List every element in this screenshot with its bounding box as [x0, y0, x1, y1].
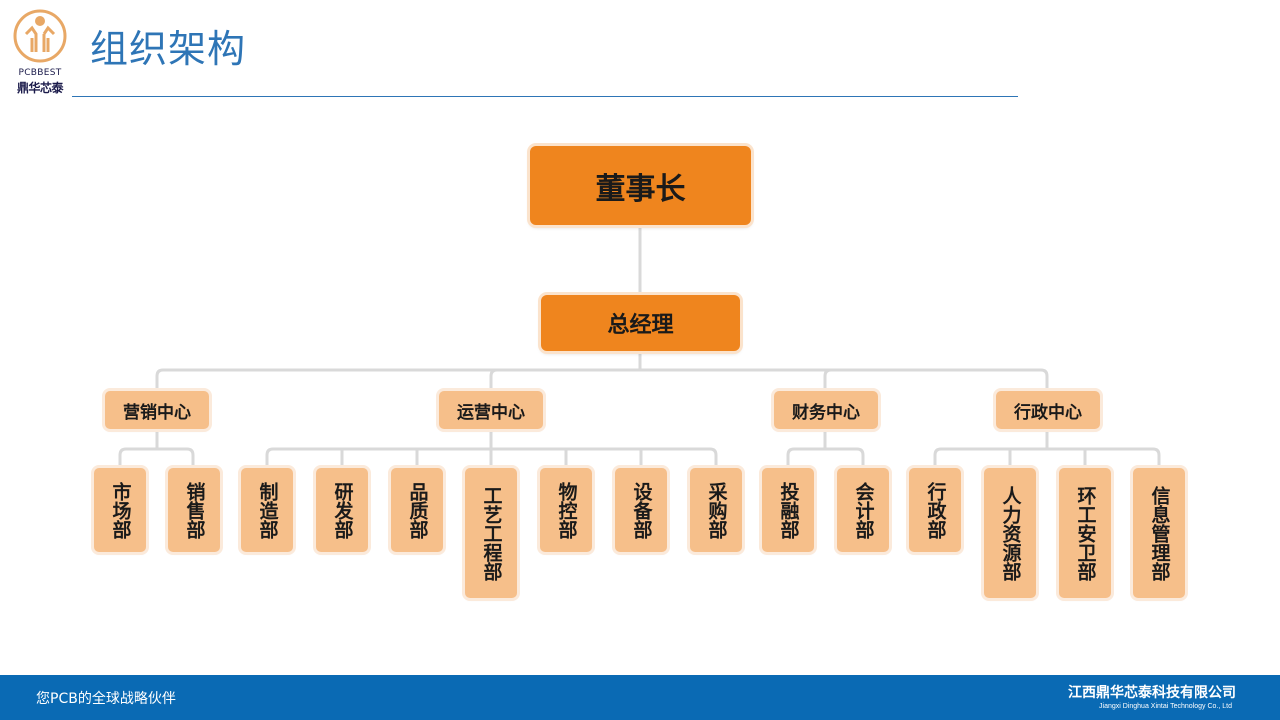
- node-dept-rnd: 研发部: [316, 468, 368, 552]
- node-dept-hr: 人力资源部: [984, 468, 1036, 598]
- node-dept-quality: 品质部: [391, 468, 443, 552]
- node-center-finance: 财务中心: [774, 391, 878, 429]
- node-center-operations: 运营中心: [439, 391, 543, 429]
- node-dept-market: 市场部: [94, 468, 146, 552]
- node-dept-manufacturing: 制造部: [241, 468, 293, 552]
- node-dept-investment: 投融部: [762, 468, 814, 552]
- node-dept-accounting: 会计部: [837, 468, 889, 552]
- footer-company-name-en: Jiangxi Dinghua Xintai Technology Co., L…: [1099, 703, 1232, 710]
- footer-slogan: 您PCB的全球战略伙伴: [36, 691, 176, 707]
- connector-finance: [786, 431, 865, 466]
- logo-english-text: PCBBEST: [18, 68, 62, 78]
- node-center-admin: 行政中心: [996, 391, 1100, 429]
- logo-emblem-icon: [13, 9, 67, 63]
- footer-company-name-cn: 江西鼎华芯泰科技有限公司: [1068, 685, 1236, 701]
- node-chairman: 董事长: [530, 146, 751, 225]
- logo-chinese-text: 鼎华芯泰: [16, 81, 64, 95]
- node-dept-ehs: 环工安卫部: [1059, 468, 1111, 598]
- company-logo: PCBBEST 鼎华芯泰: [8, 8, 72, 95]
- node-dept-it: 信息管理部: [1133, 468, 1185, 598]
- connector-marketing: [118, 431, 195, 466]
- node-dept-material-control: 物控部: [540, 468, 592, 552]
- title-divider: [72, 96, 1018, 97]
- connector-admin: [933, 431, 1161, 466]
- node-dept-purchasing: 采购部: [690, 468, 742, 552]
- node-dept-equipment: 设备部: [615, 468, 667, 552]
- node-general-manager: 总经理: [541, 295, 740, 351]
- node-dept-administration: 行政部: [909, 468, 961, 552]
- node-dept-process-engineering: 工艺工程部: [465, 468, 517, 598]
- connector-operations: [265, 431, 718, 466]
- connector-gm-centers: [155, 354, 1049, 389]
- node-dept-sales: 销售部: [168, 468, 220, 552]
- footer-bar: 您PCB的全球战略伙伴 江西鼎华芯泰科技有限公司 Jiangxi Dinghua…: [0, 675, 1280, 720]
- page-title: 组织架构: [90, 27, 247, 71]
- node-center-marketing: 营销中心: [105, 391, 209, 429]
